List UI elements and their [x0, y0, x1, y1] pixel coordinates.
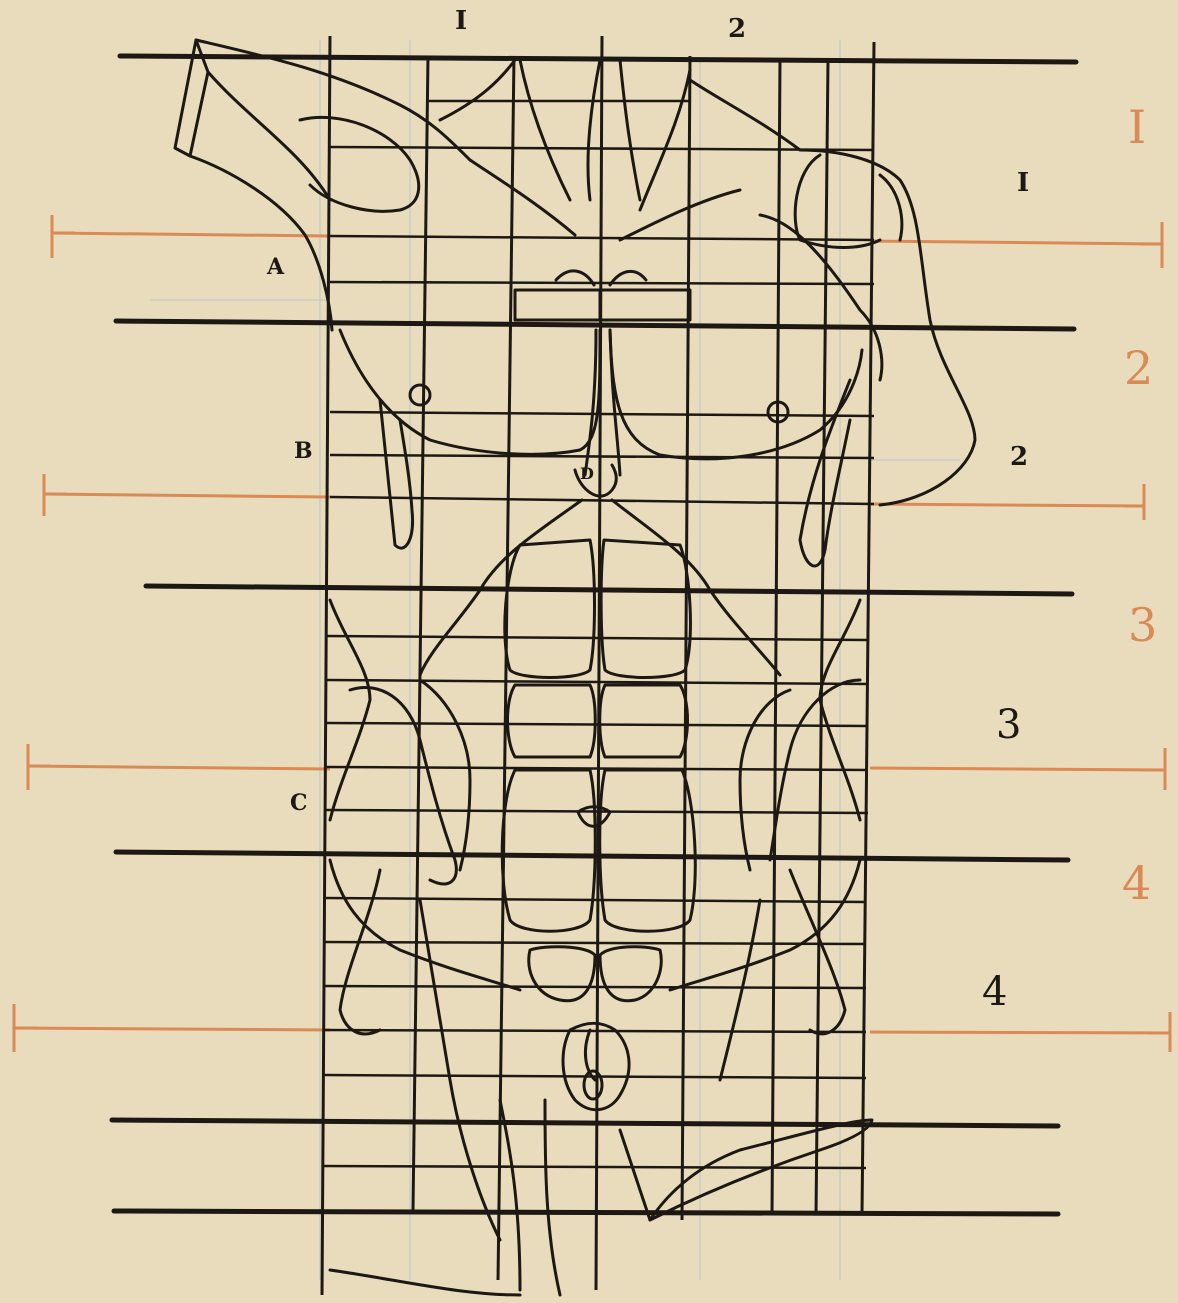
- red-number-3: 3: [1128, 602, 1157, 648]
- red-number-4: 4: [1122, 860, 1151, 906]
- letter-a: A: [267, 256, 284, 278]
- red-line-1: [52, 233, 330, 236]
- black-number-4: 4: [982, 972, 1007, 1012]
- red-number-1: I: [1128, 104, 1146, 150]
- vertical-grid: [322, 36, 874, 1295]
- top-label-col-2: 2: [728, 16, 746, 42]
- torso-figure: [175, 40, 975, 1295]
- letter-b: B: [294, 440, 313, 462]
- letter-c: C: [290, 792, 308, 814]
- show-through-lines: [150, 40, 960, 1280]
- red-guide-lines: [14, 215, 1170, 1052]
- black-number-1: I: [1017, 170, 1029, 196]
- red-line-4: [14, 1028, 330, 1030]
- red-line-2: [44, 494, 330, 497]
- top-label-col-1: I: [455, 8, 467, 34]
- red-number-2: 2: [1124, 345, 1153, 391]
- letter-d: D: [580, 466, 594, 482]
- black-number-3: 3: [996, 705, 1021, 745]
- black-number-2: 2: [1010, 444, 1028, 470]
- red-line-3: [28, 766, 330, 769]
